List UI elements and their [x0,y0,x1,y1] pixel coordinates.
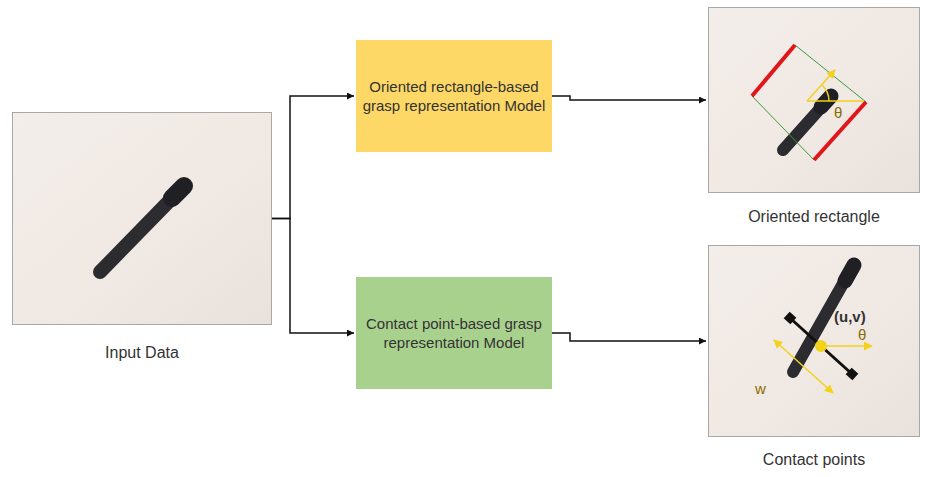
image-caption: Input Data [0,344,301,362]
box-text-group: Oriented rectangle-based grasp represent… [361,77,547,116]
box-label: Oriented rectangle-based grasp represent… [361,77,547,116]
input-image: Input Data [12,112,272,325]
angle-symbol: θ [834,104,842,121]
angle-symbol: θ [858,326,866,343]
rectangle-photo [708,7,920,193]
result-image: Oriented rectangle [708,7,920,193]
connector-arrow [552,333,706,341]
width-symbol: w [755,380,766,397]
box-text-group: Contact point-based grasp representation… [361,314,547,353]
connector-arrow [272,96,354,219]
result-image: Contact points [708,245,920,437]
contact-photo [708,245,920,437]
model-box: Oriented rectangle-based grasp represent… [356,40,552,152]
model-box: Contact point-based grasp representation… [356,277,552,389]
connector-arrow [552,96,706,100]
point-label: (u,v) [834,308,866,325]
connector-arrow [272,219,354,334]
box-label: Contact point-based grasp representation… [361,314,547,353]
input-photo [12,112,272,325]
image-caption: Contact points [679,451,930,469]
image-caption: Oriented rectangle [679,208,930,226]
